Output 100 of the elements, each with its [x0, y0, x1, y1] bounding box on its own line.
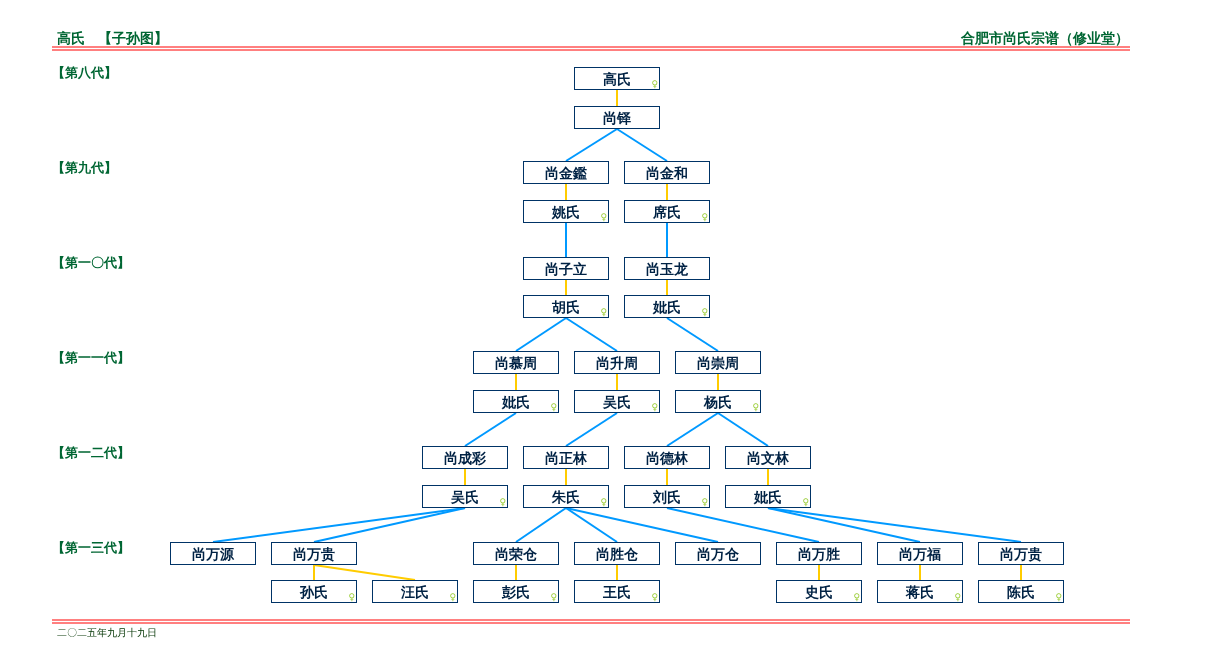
connector-line — [565, 279, 567, 296]
connector-line — [616, 128, 668, 162]
person-name: 妣氏 — [502, 393, 530, 410]
connector-line — [666, 183, 668, 201]
person-box — [624, 295, 710, 318]
person-name: 尚荣仓 — [495, 545, 537, 562]
connector-line — [616, 564, 618, 581]
person-name: 尚金鑑 — [545, 164, 587, 181]
person-name: 刘氏 — [653, 488, 681, 505]
header-genealogy-name: 合肥市尚氏宗谱（修业堂） — [961, 29, 1129, 47]
person-name: 杨氏 — [704, 393, 732, 410]
female-symbol: ♀ — [853, 592, 860, 602]
person-box — [574, 580, 660, 603]
connector-line — [818, 564, 820, 581]
connector-line — [767, 468, 769, 486]
connector-line — [515, 564, 517, 581]
person-name: 吴氏 — [603, 393, 631, 410]
person-name: 尚万贵 — [293, 545, 335, 562]
connector-line — [565, 507, 719, 543]
person-box — [675, 351, 761, 374]
person-box — [271, 542, 357, 565]
person-name: 尚德林 — [646, 449, 688, 466]
connector-line — [313, 564, 416, 581]
connector-line — [666, 507, 820, 543]
connector-line — [666, 468, 668, 486]
connector-line — [666, 412, 719, 447]
person-name: 尚万胜 — [798, 545, 840, 562]
person-box — [624, 200, 710, 223]
person-name: 尚玉龙 — [646, 260, 688, 277]
connector-line — [313, 564, 315, 581]
person-name: 王氏 — [603, 583, 631, 600]
person-box — [624, 446, 710, 469]
person-name: 妣氏 — [754, 488, 782, 505]
person-box — [422, 446, 508, 469]
person-box — [776, 580, 862, 603]
female-symbol: ♀ — [1055, 592, 1062, 602]
generation-label: 【第九代】 — [52, 160, 117, 176]
connector-line — [565, 222, 567, 258]
person-name: 胡氏 — [552, 298, 580, 315]
connector-line — [565, 183, 567, 201]
person-box — [523, 446, 609, 469]
connector-line — [717, 373, 719, 391]
female-symbol: ♀ — [600, 212, 607, 222]
person-box — [877, 580, 963, 603]
female-symbol: ♀ — [701, 212, 708, 222]
person-name: 尚慕周 — [495, 354, 537, 371]
female-symbol: ♀ — [600, 307, 607, 317]
person-box — [725, 485, 811, 508]
person-box — [523, 257, 609, 280]
person-box — [372, 580, 458, 603]
person-name: 尚万仓 — [697, 545, 739, 562]
person-box — [776, 542, 862, 565]
female-symbol: ♀ — [600, 497, 607, 507]
person-name: 蒋氏 — [906, 583, 934, 600]
person-name: 姚氏 — [552, 203, 580, 220]
female-symbol: ♀ — [651, 79, 658, 89]
person-name: 尚万贵 — [1000, 545, 1042, 562]
person-name: 尚铎 — [603, 109, 631, 126]
female-symbol: ♀ — [550, 402, 557, 412]
connector-line — [313, 507, 466, 543]
person-name: 席氏 — [653, 203, 681, 220]
female-symbol: ♀ — [954, 592, 961, 602]
female-symbol: ♀ — [550, 592, 557, 602]
person-box — [170, 542, 256, 565]
person-box — [978, 580, 1064, 603]
person-name: 妣氏 — [653, 298, 681, 315]
person-name: 朱氏 — [552, 488, 580, 505]
person-box — [675, 390, 761, 413]
person-name: 汪氏 — [401, 583, 429, 600]
connector-line — [767, 507, 921, 543]
person-name: 尚崇周 — [697, 354, 739, 371]
person-name: 史氏 — [805, 583, 833, 600]
connector-line — [616, 373, 618, 391]
header-title: 高氏 — [57, 29, 85, 47]
person-box — [523, 161, 609, 184]
person-name: 高氏 — [603, 70, 631, 87]
person-box — [473, 580, 559, 603]
female-symbol: ♀ — [449, 592, 456, 602]
footer-date: 二〇二五年九月十九日 — [57, 626, 157, 639]
generation-label: 【第八代】 — [52, 65, 117, 81]
person-name: 尚万福 — [899, 545, 941, 562]
female-symbol: ♀ — [348, 592, 355, 602]
person-box — [574, 542, 660, 565]
person-name: 尚金和 — [646, 164, 688, 181]
connector-line — [565, 468, 567, 486]
female-symbol: ♀ — [499, 497, 506, 507]
person-box — [574, 67, 660, 90]
person-name: 吴氏 — [451, 488, 479, 505]
connector-line — [717, 412, 769, 447]
person-box — [725, 446, 811, 469]
female-symbol: ♀ — [752, 402, 759, 412]
connector-line — [464, 412, 517, 447]
person-box — [978, 542, 1064, 565]
person-box — [422, 485, 508, 508]
generation-label: 【第一二代】 — [52, 445, 130, 461]
person-box — [624, 257, 710, 280]
person-box — [523, 485, 609, 508]
person-box — [877, 542, 963, 565]
female-symbol: ♀ — [701, 307, 708, 317]
person-name: 尚正林 — [545, 449, 587, 466]
